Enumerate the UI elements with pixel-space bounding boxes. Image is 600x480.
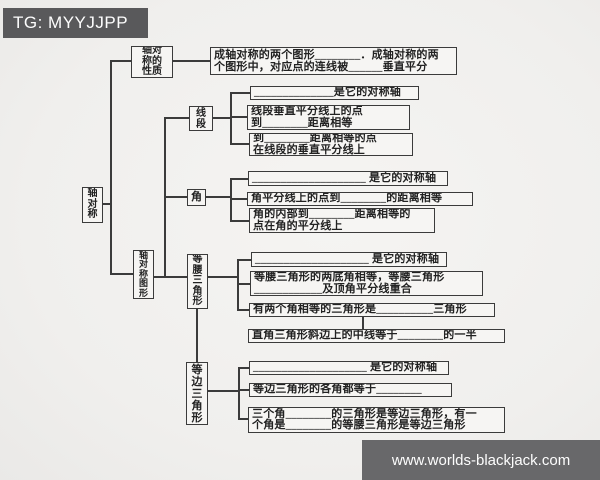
connector-line [237, 259, 251, 261]
connector-line [110, 60, 131, 62]
connector-line [237, 309, 249, 311]
connector-line [238, 389, 250, 391]
connector-line [164, 117, 189, 119]
connector-line [196, 309, 198, 362]
connector-line [230, 143, 249, 145]
statement-symmetry-properties: 成轴对称的两个图形________．成轴对称的两 个图形中，对应点的连线被___… [210, 47, 457, 75]
statement-isosceles-axis: ____________________ 是它的对称轴 [251, 252, 447, 267]
statement-angle-equidistant-point: 角的内部到________距离相等的 点在角的平分线上 [249, 208, 435, 233]
node-angle: 角 [187, 189, 206, 206]
statement-right-triangle-median: 直角三角形斜边上的中线等于________的一半 [248, 329, 505, 343]
connector-line [230, 178, 232, 222]
tg-tag-watermark: TG: MYYJJPP [3, 8, 148, 38]
statement-two-equal-angles: 有两个角相等的三角形是__________三角形 [249, 303, 495, 317]
connector-line [230, 198, 247, 200]
statement-equilateral-conditions: 三个角________的三角形是等边三角形，有一 个角是________的等腰三… [248, 407, 505, 433]
connector-line [208, 390, 240, 392]
connector-line [103, 203, 112, 205]
node-axial-symmetry-properties: 轴对 称的 性质 [131, 46, 173, 78]
site-watermark: www.worlds-blackjack.com [362, 440, 600, 480]
connector-line [238, 367, 240, 420]
connector-line [237, 283, 250, 285]
connector-line [208, 276, 239, 278]
statement-segment-equidistant-point: 到________距离相等的点 在线段的垂直平分线上 [249, 133, 413, 156]
node-isosceles-triangle: 等 腰 三 角 形 [187, 254, 208, 309]
connector-line [230, 92, 250, 94]
tg-tag-text: TG: MYYJJPP [13, 13, 129, 32]
connector-line [110, 60, 112, 275]
statement-angle-axis: ____________________ 是它的对称轴 [248, 171, 448, 186]
connector-line [154, 276, 187, 278]
statement-isosceles-base-angles: 等腰三角形的两底角相等，等腰三角形 ____________及顶角平分线重合 [250, 271, 483, 296]
connector-line [230, 178, 248, 180]
connector-line [362, 317, 364, 329]
connector-line [238, 418, 249, 420]
connector-line [164, 196, 187, 198]
connector-line [237, 259, 239, 311]
connector-line [230, 92, 232, 145]
connector-line [110, 273, 133, 275]
node-axisymmetric-figures: 轴 对 称 图 形 [133, 250, 154, 299]
connector-line [230, 220, 249, 222]
statement-segment-axis: ______________是它的对称轴 [250, 86, 419, 100]
statement-equilateral-axis: ____________________ 是它的对称轴 [249, 361, 449, 375]
connector-line [230, 116, 247, 118]
connector-line [206, 196, 232, 198]
connector-line [238, 367, 250, 369]
node-line-segment: 线 段 [189, 106, 213, 131]
node-equilateral-triangle: 等 边 三 角 形 [186, 362, 208, 425]
statement-equilateral-angles: 等边三角形的各角都等于________ [249, 383, 452, 397]
statement-segment-bisector-point: 线段垂直平分线上的点 到________距离相等 [247, 105, 410, 130]
node-axial-symmetry-root: 轴 对 称 [82, 187, 103, 223]
statement-angle-bisector-point: 角平分线上的点到________的距离相等 [247, 192, 473, 206]
connector-line [173, 60, 210, 62]
connector-line [213, 117, 232, 119]
site-watermark-text: www.worlds-blackjack.com [391, 451, 571, 469]
